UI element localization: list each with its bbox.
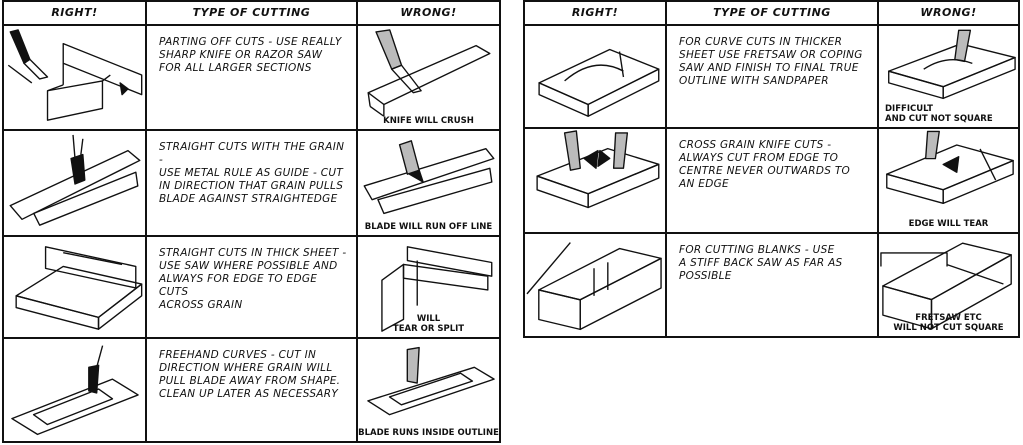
cutting-description: PARTING OFF CUTS - USE REALLY SHARP KNIF… bbox=[147, 26, 358, 129]
table-row-cross-grain-cuts: CROSS GRAIN KNIFE CUTS - ALWAYS CUT FROM… bbox=[525, 129, 1018, 234]
wrong-caption: FRETSAW ETC WILL NOT CUT SQUARE bbox=[893, 313, 1004, 333]
wrong-caption: BLADE WILL RUN OFF LINE bbox=[364, 222, 493, 232]
saw-thick-sheet-icon bbox=[15, 246, 143, 330]
wrong-illustration-knife-crush: KNIFE WILL CRUSH bbox=[358, 26, 499, 129]
fretsaw-curve-icon bbox=[538, 48, 660, 117]
edge-will-tear-icon bbox=[886, 130, 1014, 205]
cutting-description: FOR CUTTING BLANKS - USE A STIFF BACK SA… bbox=[667, 234, 879, 336]
right-illustration-edge-to-centre bbox=[525, 129, 667, 232]
metal-rule-guide-icon bbox=[9, 134, 141, 226]
right-illustration-saw-cut bbox=[4, 237, 147, 337]
wrong-caption: DIFFICULT AND CUT NOT SQUARE bbox=[885, 104, 993, 124]
table-row-cutting-blanks: FOR CUTTING BLANKS - USE A STIFF BACK SA… bbox=[525, 234, 1018, 336]
header-type-of-cutting: TYPE OF CUTTING bbox=[147, 2, 358, 24]
right-illustration-freehand-curve bbox=[4, 339, 147, 441]
table-header-row: RIGHT! TYPE OF CUTTING WRONG! bbox=[4, 2, 499, 26]
wrong-illustration-not-square: DIFFICULT AND CUT NOT SQUARE bbox=[879, 26, 1018, 127]
wrong-caption: EDGE WILL TEAR bbox=[908, 219, 989, 229]
header-type-of-cutting: TYPE OF CUTTING bbox=[667, 2, 879, 24]
freehand-curve-knife-icon bbox=[11, 345, 139, 436]
wrong-illustration-edge-tear: EDGE WILL TEAR bbox=[879, 129, 1018, 232]
cutting-guide-table-right: RIGHT! TYPE OF CUTTING WRONG! FOR CURVE … bbox=[523, 0, 1020, 338]
knife-parting-cut-icon bbox=[7, 29, 143, 121]
wrong-caption: WILL TEAR OR SPLIT bbox=[392, 314, 465, 334]
wrong-caption: KNIFE WILL CRUSH bbox=[383, 116, 474, 126]
cutting-description: FOR CURVE CUTS IN THICKER SHEET USE FRET… bbox=[667, 26, 879, 127]
wrong-illustration-inside-outline: BLADE RUNS INSIDE OUTLINE bbox=[358, 339, 499, 441]
header-right: RIGHT! bbox=[525, 2, 667, 24]
table-row-freehand-curves: FREEHAND CURVES - CUT IN DIRECTION WHERE… bbox=[4, 339, 499, 441]
right-illustration-rule-guide bbox=[4, 131, 147, 235]
table-row-straight-cuts-thick-sheet: STRAIGHT CUTS IN THICK SHEET - USE SAW W… bbox=[4, 237, 499, 339]
cutting-description: STRAIGHT CUTS WITH THE GRAIN - USE METAL… bbox=[147, 131, 358, 235]
table-row-straight-cuts-with-grain: STRAIGHT CUTS WITH THE GRAIN - USE METAL… bbox=[4, 131, 499, 237]
table-header-row: RIGHT! TYPE OF CUTTING WRONG! bbox=[525, 2, 1018, 26]
right-illustration-fretsaw-curve bbox=[525, 26, 667, 127]
cutting-description: STRAIGHT CUTS IN THICK SHEET - USE SAW W… bbox=[147, 237, 358, 337]
header-wrong: WRONG! bbox=[920, 6, 977, 19]
knife-edge-to-centre-icon bbox=[536, 130, 660, 209]
right-illustration-back-saw bbox=[525, 234, 667, 336]
blade-off-line-icon bbox=[363, 140, 495, 215]
table-row-parting-off-cuts: PARTING OFF CUTS - USE REALLY SHARP KNIF… bbox=[4, 26, 499, 131]
table-row-curve-cuts-thick: FOR CURVE CUTS IN THICKER SHEET USE FRET… bbox=[525, 26, 1018, 129]
blade-inside-outline-icon bbox=[367, 346, 495, 416]
wrong-illustration-off-line: BLADE WILL RUN OFF LINE bbox=[358, 131, 499, 235]
right-illustration-knife-parting bbox=[4, 26, 147, 129]
wrong-caption: BLADE RUNS INSIDE OUTLINE bbox=[358, 428, 499, 438]
wrong-illustration-tear-split: WILL TEAR OR SPLIT bbox=[358, 237, 499, 337]
knife-not-square-icon bbox=[888, 29, 1016, 100]
wrong-illustration-fretsaw-not-square: FRETSAW ETC WILL NOT CUT SQUARE bbox=[879, 234, 1018, 336]
back-saw-blank-icon bbox=[526, 242, 662, 331]
header-right: RIGHT! bbox=[4, 2, 147, 24]
header-wrong: WRONG! bbox=[400, 6, 457, 19]
cutting-description: CROSS GRAIN KNIFE CUTS - ALWAYS CUT FROM… bbox=[667, 129, 879, 232]
saw-tear-split-icon bbox=[381, 246, 493, 332]
cutting-guide-table-left: RIGHT! TYPE OF CUTTING WRONG! PARTING OF… bbox=[2, 0, 501, 443]
knife-crush-icon bbox=[367, 29, 491, 117]
cutting-description: FREEHAND CURVES - CUT IN DIRECTION WHERE… bbox=[147, 339, 358, 441]
fretsaw-not-square-icon bbox=[880, 242, 1012, 330]
